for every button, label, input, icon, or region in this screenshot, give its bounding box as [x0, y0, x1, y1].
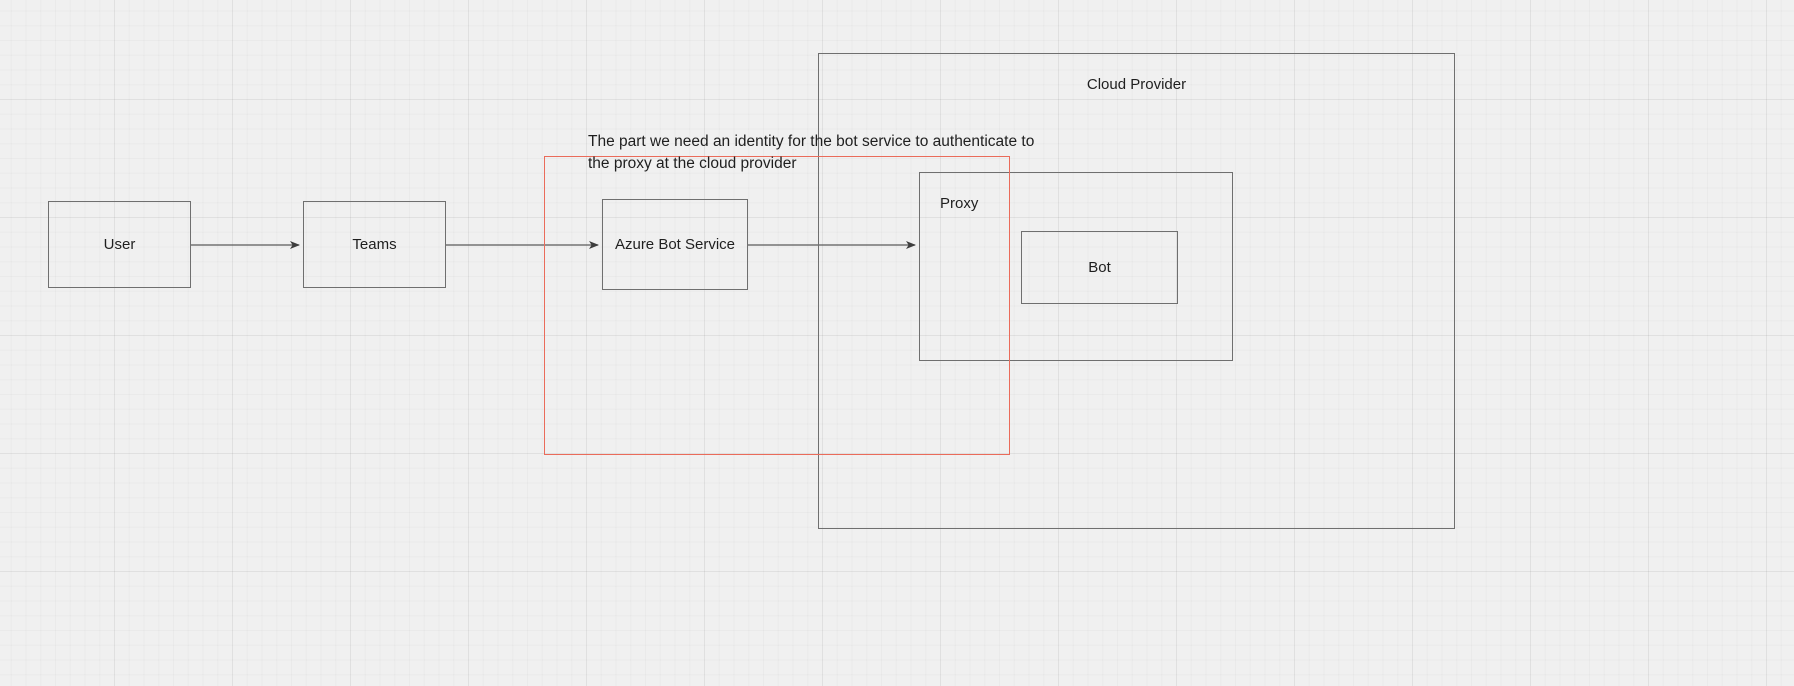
node-user[interactable]: User: [48, 201, 191, 288]
identity-annotation-text: The part we need an identity for the bot…: [588, 133, 1035, 172]
node-cloud-provider-label: Cloud Provider: [1086, 76, 1187, 93]
node-bot-label: Bot: [1088, 258, 1111, 276]
identity-highlight-rectangle[interactable]: [544, 156, 1010, 455]
node-proxy-label: Proxy: [940, 195, 979, 212]
node-teams-label: Teams: [352, 235, 397, 253]
node-proxy[interactable]: Proxy: [919, 172, 1233, 361]
node-azure-bot-service-label: Azure Bot Service: [614, 235, 736, 253]
node-bot[interactable]: Bot: [1021, 231, 1178, 304]
node-user-label: User: [103, 235, 136, 253]
node-teams[interactable]: Teams: [303, 201, 446, 288]
node-azure-bot-service[interactable]: Azure Bot Service: [602, 199, 748, 290]
node-cloud-provider[interactable]: Cloud Provider: [818, 53, 1455, 529]
